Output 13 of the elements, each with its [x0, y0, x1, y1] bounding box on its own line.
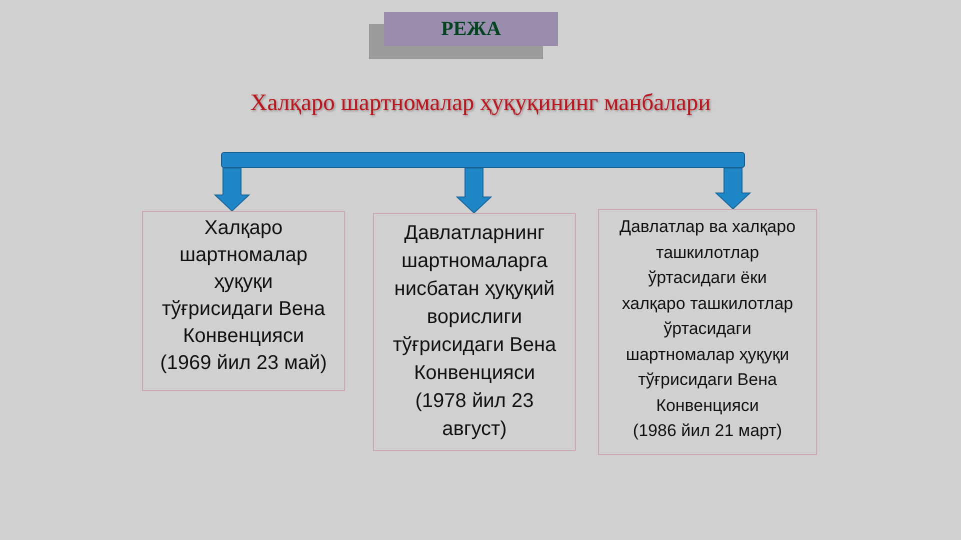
box-text: Давлатларнинг шартномаларга нисбатан ҳуқуқий ворислиги тўғрисидаги Вена Конвенцияси (1978 йил 23 август) [392, 221, 558, 442]
block-arrow [714, 168, 752, 210]
box-text: Давлатлар ва халқаро ташкилотлар ўртасидаги ёки халқаро ташкилотлар ўртасидаги шартномалар ҳуқуқи тўғрисидаги Вена Конвенцияси [618, 216, 797, 416]
block-arrow [214, 168, 250, 212]
text-box [598, 209, 817, 455]
block-arrow [456, 168, 492, 214]
subtitle: Халқаро шартномалар ҳуқуқининг манбалари [250, 89, 711, 117]
box-text: (1986 йил 21 март) [632, 420, 784, 442]
title-banner: РЕЖА [384, 12, 558, 46]
box-text: Халқаро шартномалар ҳуқуқи тўғрисидаги Вена Конвенцияси (1969 йил 23 май) [159, 216, 328, 376]
connector-bar [221, 152, 745, 168]
text-box [142, 211, 345, 391]
text-box [373, 213, 576, 451]
